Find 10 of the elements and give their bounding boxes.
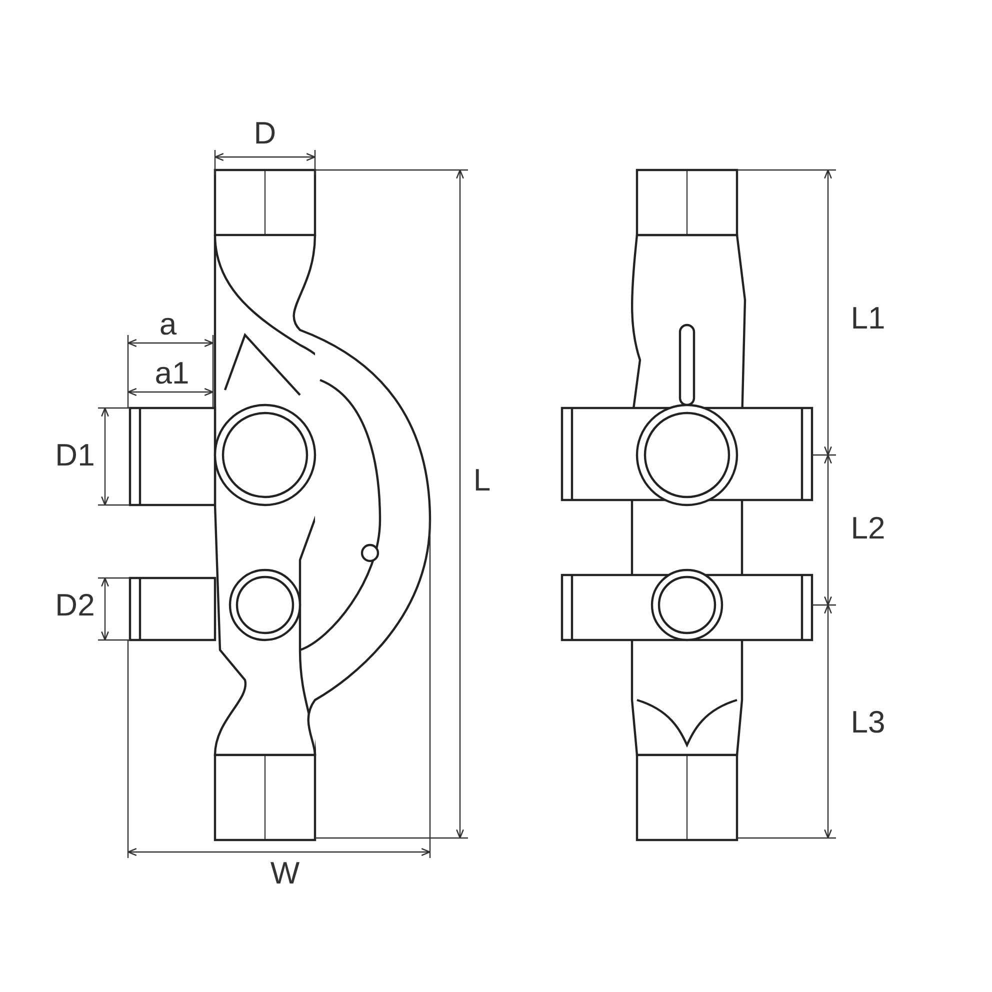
dimension-label: L2 (850, 512, 886, 544)
dimension-label: L1 (850, 302, 886, 334)
dimension-label: W (270, 858, 300, 888)
dimension-label: a (159, 308, 177, 340)
dimension-label: D1 (55, 440, 95, 470)
dimension-label: D (254, 118, 276, 148)
dimension-label: a1 (154, 358, 190, 388)
dimension-label: L3 (850, 706, 886, 738)
dimension-label: D2 (55, 590, 95, 620)
dimension-label: L (473, 464, 491, 496)
